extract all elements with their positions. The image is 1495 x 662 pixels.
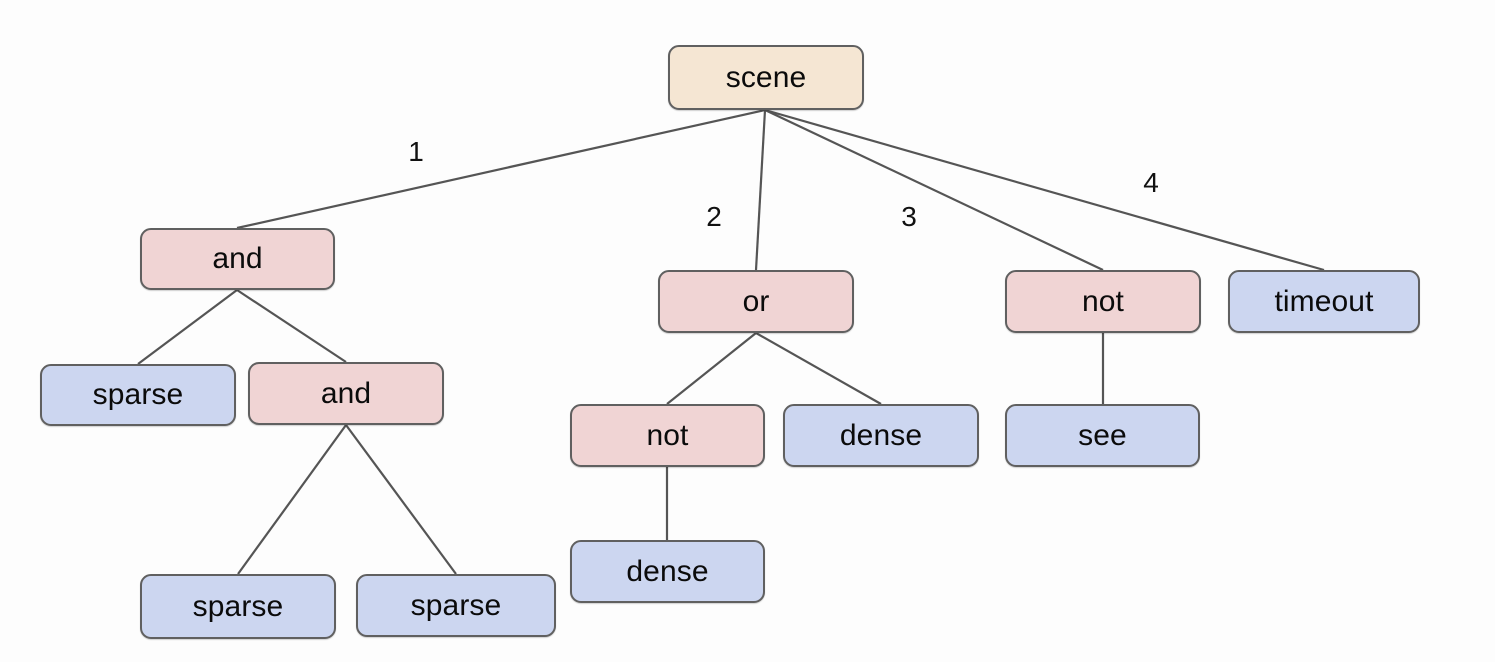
- tree-node-dense_low[interactable]: dense: [570, 540, 765, 603]
- tree-node-label: sparse: [92, 378, 184, 411]
- tree-edge-scene-to-timeout: [764, 108, 1325, 272]
- tree-node-see[interactable]: see: [1005, 404, 1200, 467]
- tree-edge-and2-to-sparse2: [237, 424, 347, 575]
- tree-node-sparse1[interactable]: sparse: [40, 364, 236, 426]
- tree-node-dense_mid[interactable]: dense: [783, 404, 979, 467]
- tree-node-label: sparse: [192, 589, 284, 623]
- tree-node-sparse3[interactable]: sparse: [356, 574, 556, 637]
- tree-node-label: dense: [626, 554, 709, 588]
- tree-edge-or1-to-dense_mid: [755, 332, 882, 405]
- tree-node-not_mid[interactable]: not: [570, 404, 765, 467]
- tree-node-label: sparse: [410, 588, 502, 622]
- tree-node-label: scene: [725, 60, 807, 94]
- edge-label-1: 1: [408, 136, 424, 167]
- tree-node-or1[interactable]: or: [658, 270, 854, 333]
- edge-label-2: 2: [706, 201, 722, 232]
- tree-node-and2[interactable]: and: [248, 362, 444, 425]
- tree-edge-or1-to-not_mid: [666, 332, 757, 405]
- tree-node-label: not: [1081, 284, 1124, 318]
- tree-edge-scene-to-and1: [236, 108, 766, 230]
- edge-label-4: 4: [1143, 167, 1159, 198]
- edge-label-3: 3: [901, 201, 917, 232]
- tree-node-label: or: [742, 284, 770, 318]
- tree-node-label: and: [212, 242, 263, 275]
- tree-edge-and2-to-sparse3: [345, 424, 457, 575]
- tree-node-label: timeout: [1274, 284, 1374, 318]
- tree-node-not_right[interactable]: not: [1005, 270, 1201, 333]
- tree-edge-scene-to-or1: [754, 109, 767, 271]
- tree-edge-and1-to-and2: [236, 289, 347, 363]
- tree-node-and1[interactable]: and: [140, 228, 335, 290]
- tree-node-scene[interactable]: scene: [668, 45, 864, 110]
- tree-node-label: and: [320, 376, 372, 410]
- tree-edge-and1-to-sparse1: [137, 289, 238, 365]
- tree-node-label: dense: [839, 418, 923, 452]
- tree-node-label: not: [646, 418, 689, 452]
- tree-node-sparse2[interactable]: sparse: [140, 574, 336, 639]
- tree-edge-scene-to-not_right: [764, 109, 1104, 271]
- tree-node-timeout[interactable]: timeout: [1228, 270, 1420, 333]
- tree-node-label: see: [1078, 418, 1127, 452]
